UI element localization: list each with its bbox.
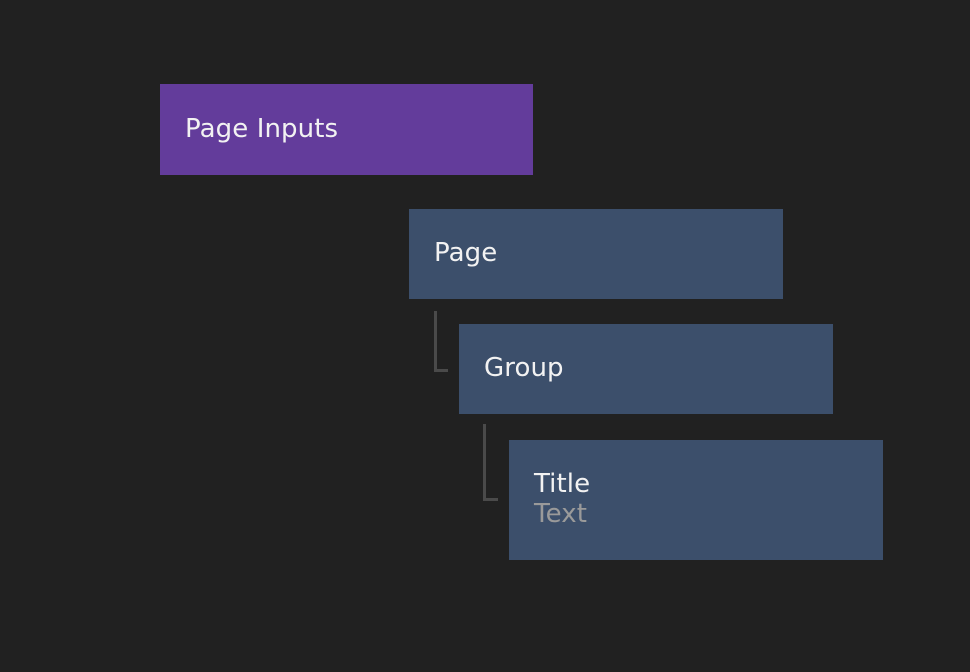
node-title-subtitle: Text bbox=[534, 499, 587, 529]
node-page-title: Page bbox=[434, 238, 498, 269]
node-group[interactable]: Group bbox=[459, 324, 833, 414]
connector-page-to-group bbox=[434, 311, 448, 372]
node-title[interactable]: Title Text bbox=[509, 440, 883, 560]
node-page[interactable]: Page bbox=[409, 209, 783, 299]
connector-group-to-title bbox=[483, 424, 498, 501]
node-title-title: Title bbox=[534, 469, 591, 500]
node-group-title: Group bbox=[484, 353, 564, 384]
node-page-inputs-title: Page Inputs bbox=[185, 113, 339, 144]
node-page-inputs[interactable]: Page Inputs bbox=[160, 84, 533, 175]
